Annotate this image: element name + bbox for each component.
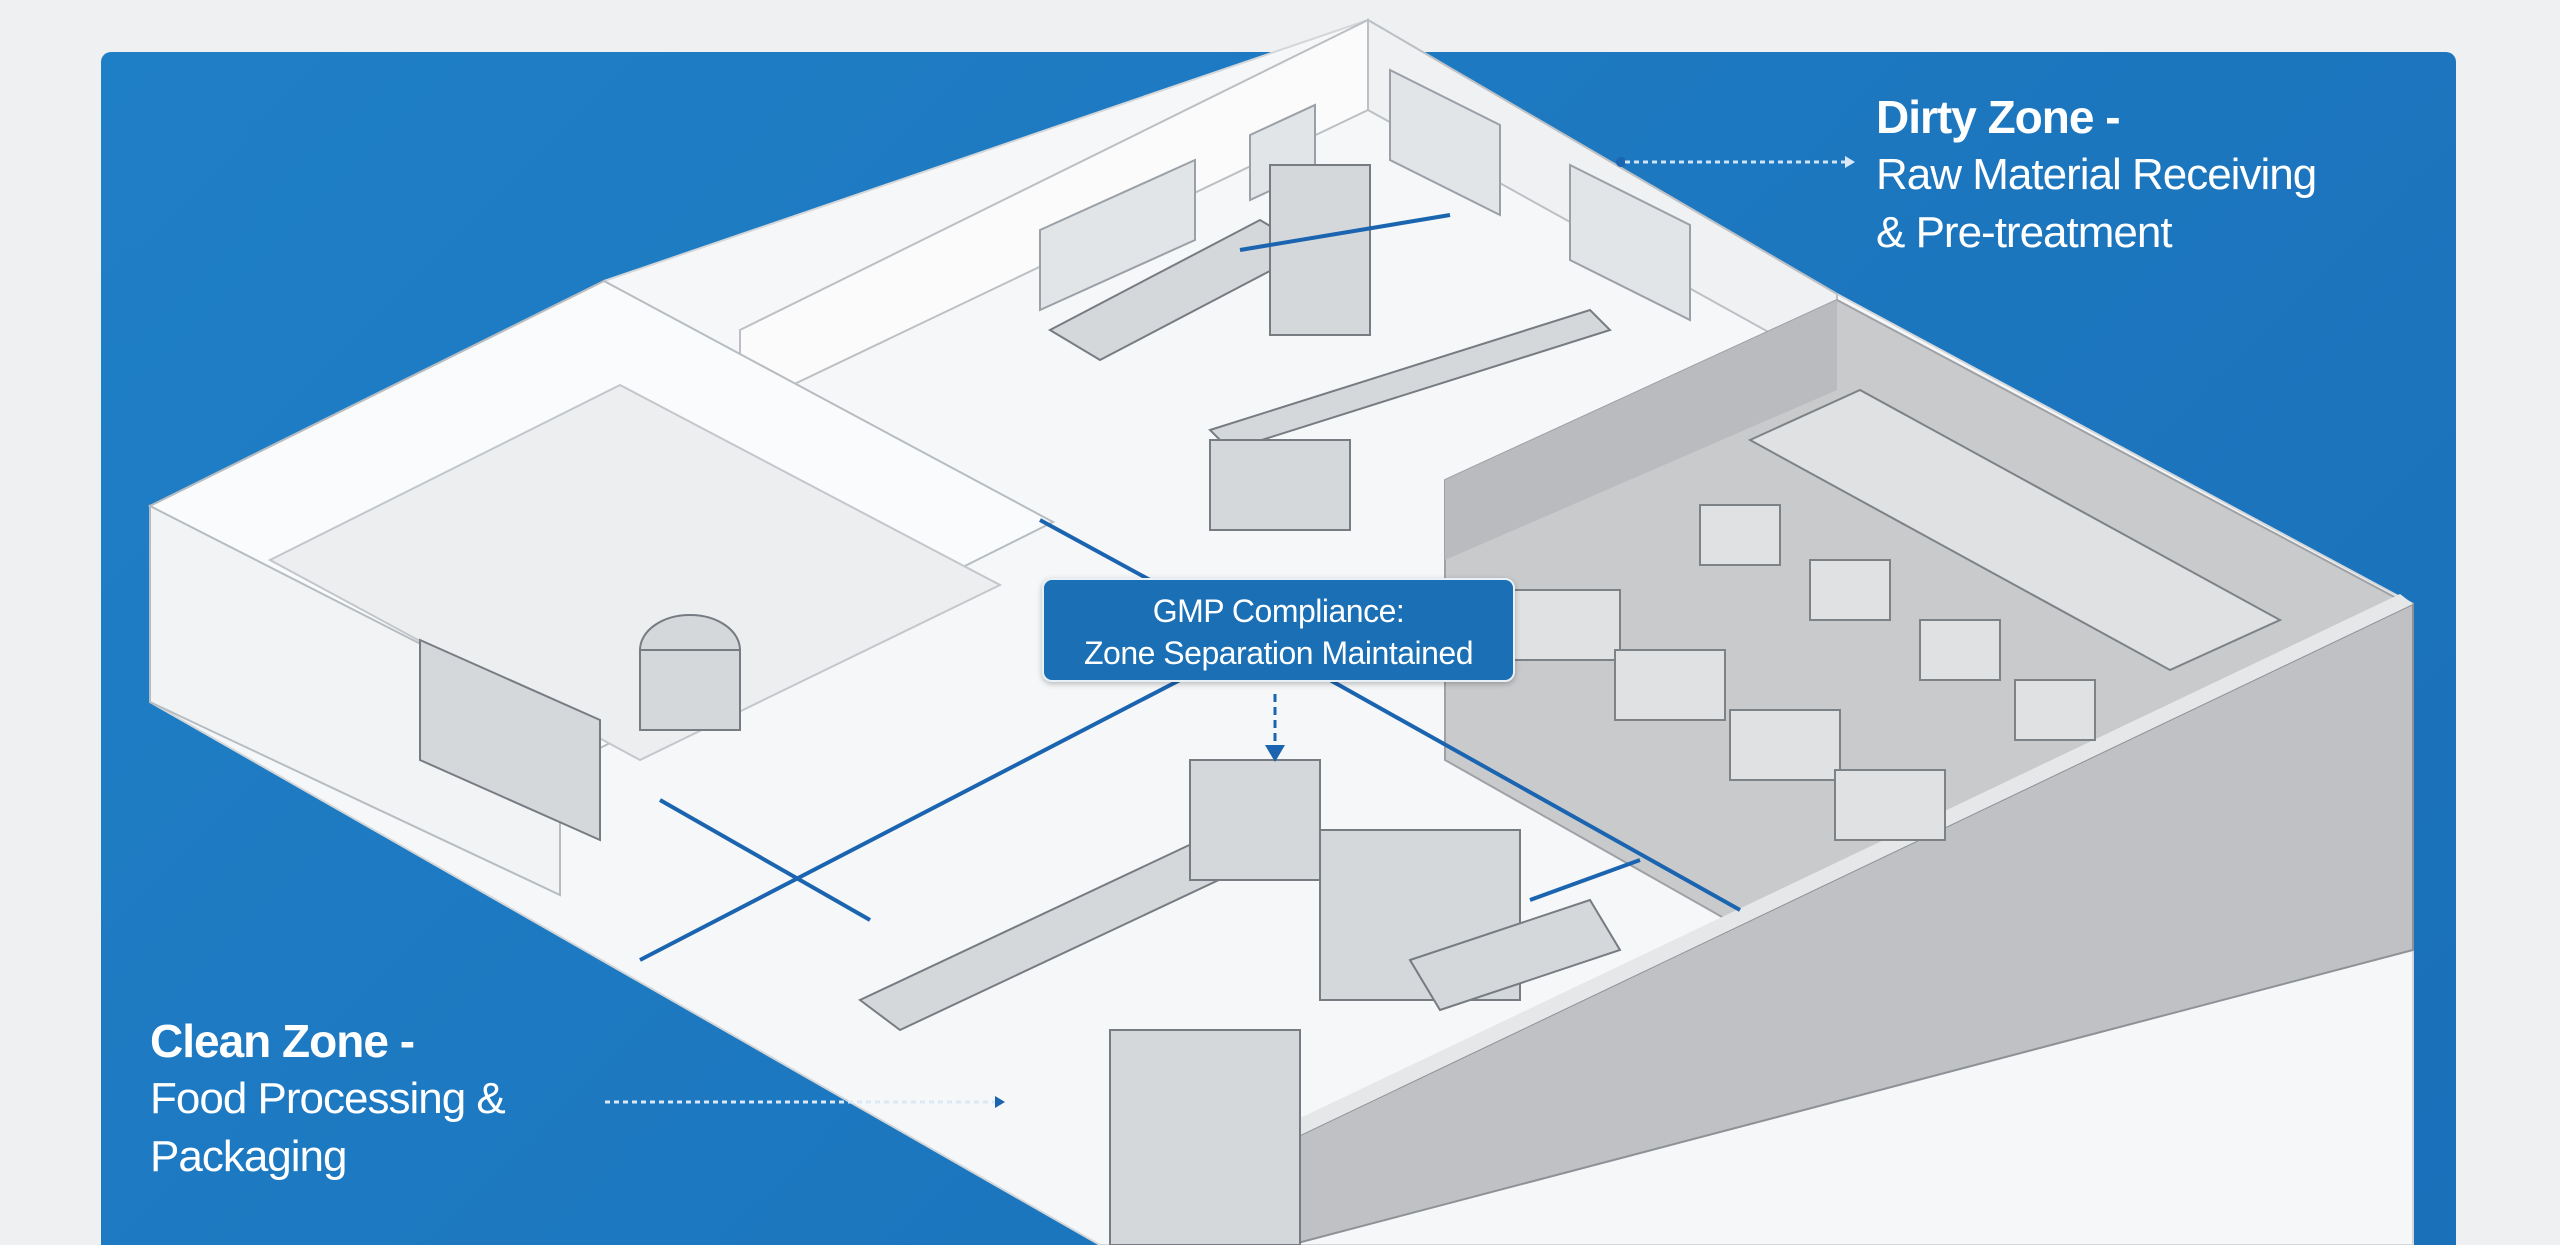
- gmp-pointer-arrow: [1265, 694, 1285, 762]
- dirty-zone-line1: Raw Material Receiving: [1876, 150, 2317, 199]
- dirty-zone-line2: & Pre-treatment: [1876, 208, 2173, 257]
- clean-zone-pointer-arrow: [605, 1096, 1005, 1108]
- gmp-line2: Zone Separation Maintained: [1083, 635, 1474, 671]
- dirty-zone-label: Dirty Zone - Raw Material Receiving & Pr…: [1876, 88, 2317, 262]
- clean-zone-label: Clean Zone - Food Processing & Packaging: [150, 1012, 506, 1186]
- clean-zone-line1: Food Processing &: [150, 1074, 506, 1123]
- washing-room-back-wall: [1445, 300, 1837, 560]
- clean-zone-title: Clean Zone -: [150, 1015, 415, 1067]
- zone-separation-lines: [639, 213, 1741, 962]
- dirty-zone-title: Dirty Zone -: [1876, 91, 2121, 143]
- processing-equipment: [419, 164, 1622, 1245]
- washing-room-wall-top: [1275, 594, 2413, 1140]
- dirty-zone-pointer-arrow: [1616, 156, 1855, 168]
- gmp-line1: GMP Compliance:: [1152, 593, 1405, 629]
- gmp-compliance-callout: GMP Compliance: Zone Separation Maintain…: [1042, 578, 1515, 682]
- sinks: [1509, 388, 2283, 841]
- clean-zone-line2: Packaging: [150, 1132, 347, 1181]
